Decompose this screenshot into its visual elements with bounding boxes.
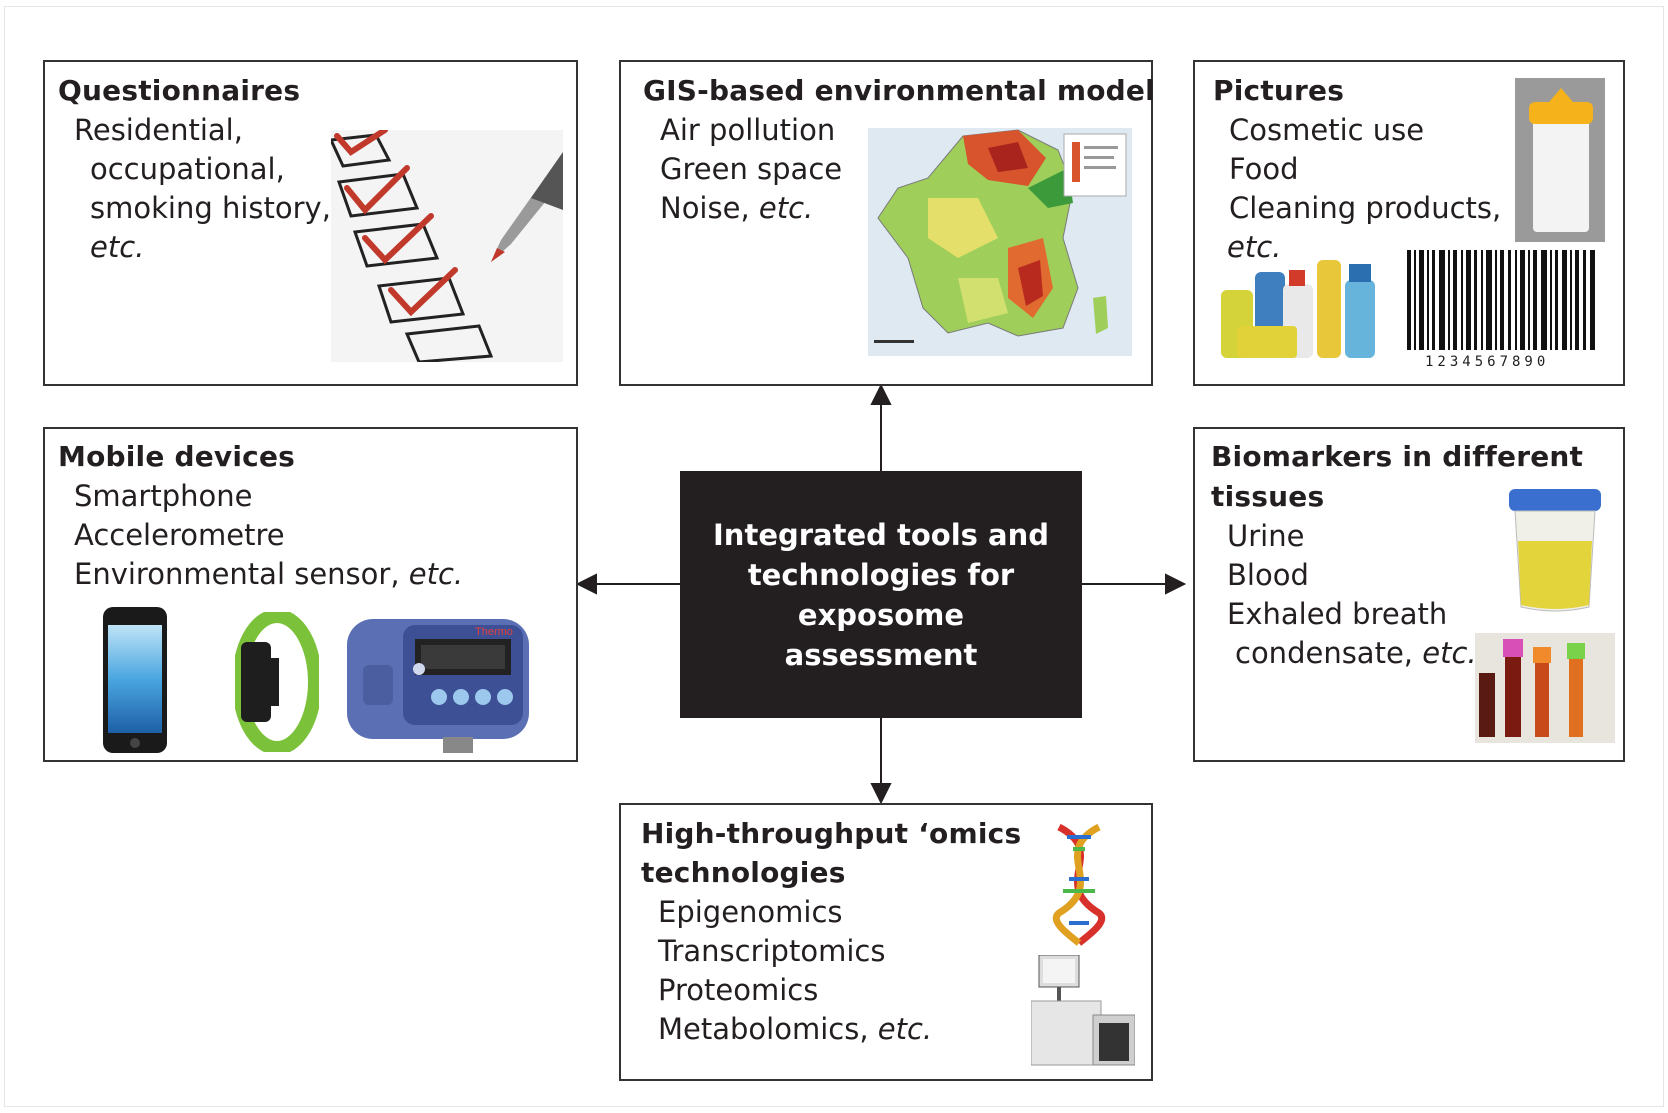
questionnaires-title: Questionnaires bbox=[58, 74, 301, 107]
omics-item: Transcriptomics bbox=[658, 934, 886, 968]
omics-items: Epigenomics Transcriptomics Proteomics M… bbox=[658, 893, 932, 1049]
mobile-item-text: Environmental sensor, bbox=[74, 557, 409, 591]
biomarkers-item: condensate, etc. bbox=[1227, 634, 1477, 673]
omics-title-line2: technologies bbox=[641, 856, 846, 889]
gis-item-text: Noise, bbox=[660, 191, 759, 225]
omics-item: Metabolomics, etc. bbox=[658, 1010, 932, 1049]
lab-instrument-icon bbox=[1031, 955, 1135, 1066]
gis-item: Noise, etc. bbox=[660, 189, 842, 228]
omics-title-line1: High-throughput ‘omics bbox=[641, 817, 1022, 850]
omics-box: High-throughput ‘omics technologies Epig… bbox=[619, 803, 1153, 1081]
blood-tubes-icon bbox=[1475, 633, 1615, 743]
smartphone-icon bbox=[103, 607, 167, 753]
fitness-band-icon bbox=[235, 612, 319, 752]
barcode-icon bbox=[1407, 250, 1595, 350]
mobile-item: Environmental sensor, etc. bbox=[74, 555, 463, 594]
questionnaires-items: Residential, occupational, smoking histo… bbox=[74, 111, 331, 267]
mobile-items: Smartphone Accelerometre Environmental s… bbox=[74, 477, 463, 594]
cosmetic-bottle-icon bbox=[1515, 78, 1605, 242]
sensor-device-icon: Thermo bbox=[347, 619, 529, 753]
omics-item-etc: etc. bbox=[877, 1012, 933, 1046]
mobile-item-etc: etc. bbox=[408, 557, 464, 591]
figure-frame bbox=[4, 6, 1664, 1107]
biomarkers-item-etc: etc. bbox=[1422, 636, 1477, 670]
questionnaires-item: Residential, bbox=[74, 113, 243, 147]
omics-item-text: Metabolomics, bbox=[658, 1012, 878, 1046]
arrow-down-head bbox=[870, 783, 892, 805]
gis-box: GIS-based environmental model Air pollut… bbox=[619, 60, 1155, 386]
biomarkers-item: Blood bbox=[1227, 558, 1309, 592]
biomarkers-title-line2: tissues bbox=[1211, 480, 1325, 513]
arrow-left-head bbox=[575, 573, 597, 595]
questionnaires-item: etc. bbox=[90, 230, 145, 264]
arrow-up-head bbox=[870, 383, 892, 405]
biomarkers-item-text: condensate, bbox=[1235, 636, 1423, 670]
gis-item: Air pollution bbox=[660, 113, 836, 147]
mobile-item: Accelerometre bbox=[74, 518, 285, 552]
pictures-box: Pictures Cosmetic use Food Cleaning prod… bbox=[1193, 60, 1625, 386]
mobile-item: Smartphone bbox=[74, 479, 253, 513]
pictures-item: etc. bbox=[1227, 230, 1282, 264]
questionnaires-item: occupational, bbox=[90, 152, 285, 186]
dna-helix-icon bbox=[1053, 823, 1105, 946]
pictures-title: Pictures bbox=[1213, 74, 1345, 107]
gis-item-etc: etc. bbox=[758, 191, 814, 225]
device-brand-label: Thermo bbox=[475, 626, 513, 638]
france-pollution-map-icon bbox=[868, 128, 1132, 356]
pictures-items: Cosmetic use Food Cleaning products, etc… bbox=[1227, 111, 1502, 267]
center-title: Integrated tools and technologies for ex… bbox=[713, 517, 1049, 672]
pictures-item: Food bbox=[1229, 152, 1299, 186]
cleaning-bottles-icon bbox=[1221, 260, 1375, 358]
center-box: Integrated tools and technologies for ex… bbox=[680, 471, 1082, 718]
biomarkers-item: Urine bbox=[1227, 519, 1305, 553]
gis-item: Green space bbox=[660, 152, 843, 186]
questionnaires-item: smoking history, bbox=[90, 191, 331, 225]
biomarkers-title-line1: Biomarkers in different bbox=[1211, 440, 1584, 473]
urine-cup-icon bbox=[1509, 489, 1601, 612]
mobile-box: Mobile devices Smartphone Accelerometre … bbox=[43, 427, 578, 762]
biomarkers-item: Exhaled breath bbox=[1227, 597, 1448, 631]
mobile-title: Mobile devices bbox=[58, 440, 296, 473]
biomarkers-box: Biomarkers in different tissues Urine Bl… bbox=[1193, 427, 1625, 762]
pictures-item: Cosmetic use bbox=[1229, 113, 1425, 147]
checklist-with-pen-icon bbox=[331, 130, 563, 362]
gis-items: Air pollution Green space Noise, etc. bbox=[660, 111, 842, 228]
omics-item: Epigenomics bbox=[658, 895, 843, 929]
questionnaires-box: Questionnaires Residential, occupational… bbox=[43, 60, 578, 386]
pictures-item: Cleaning products, bbox=[1229, 191, 1502, 225]
barcode-digits: 1234567890 bbox=[1425, 354, 1550, 370]
arrow-right-head bbox=[1165, 573, 1187, 595]
biomarkers-items: Urine Blood Exhaled breath condensate, e… bbox=[1227, 517, 1477, 673]
gis-title: GIS-based environmental model bbox=[643, 74, 1155, 107]
omics-item: Proteomics bbox=[658, 973, 819, 1007]
